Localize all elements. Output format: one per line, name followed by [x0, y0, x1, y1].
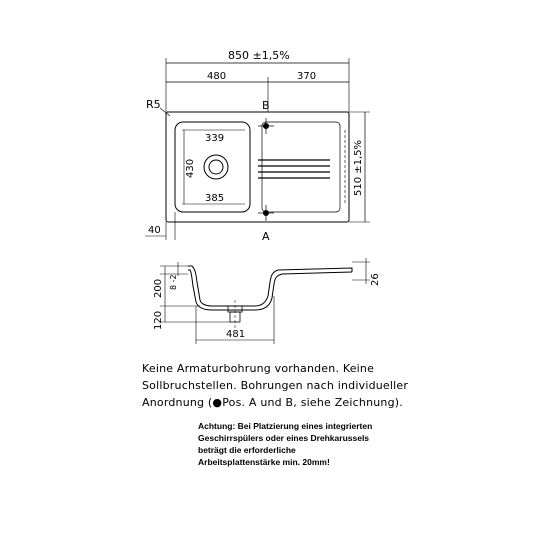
warning-line-1: Achtung: Bei Platzierung eines integrier…	[198, 421, 373, 431]
top-view	[145, 58, 370, 240]
mounting-note: Keine Armaturbohrung vorhanden. Keine So…	[142, 360, 442, 411]
warning-line-4: Arbeitsplattenstärke min. 20mm!	[198, 457, 330, 467]
section-inner	[188, 269, 353, 311]
tap-position-b	[258, 118, 274, 134]
label-height-120: 120	[153, 311, 164, 330]
drain-inner	[208, 159, 224, 175]
drainboard-outline	[261, 121, 341, 213]
label-thickness: 8 -2	[169, 274, 178, 290]
label-overall-depth: 510 ±1,5%	[353, 140, 364, 196]
tap-position-a	[258, 205, 274, 221]
bowl-outline	[174, 121, 251, 213]
label-height-200: 200	[153, 279, 164, 298]
section-view	[160, 258, 370, 344]
label-point-b: B	[262, 99, 270, 112]
section-outer	[188, 265, 353, 307]
note-line-2: Sollbruchstellen. Bohrungen nach individ…	[142, 379, 409, 392]
label-bowl-depth: 430	[185, 159, 196, 178]
note-line-1: Keine Armaturbohrung vorhanden. Keine	[142, 362, 375, 375]
label-bowl-width-section: 481	[226, 329, 245, 340]
drain-outer	[203, 154, 229, 180]
warning-note: Achtung: Bei Platzierung eines integrier…	[198, 420, 398, 468]
section-view-labels: 200 120 8 -2 26 481	[153, 273, 381, 340]
warning-line-3: beträgt die erforderliche	[198, 445, 296, 455]
label-overall-width: 850 ±1,5%	[228, 49, 290, 62]
drain-grooves	[258, 159, 330, 179]
label-point-a: A	[262, 230, 270, 243]
top-view-labels: 850 ±1,5% 480 370 R5 B A 339 385 430 510…	[146, 49, 364, 243]
label-edge-height: 26	[370, 273, 381, 286]
label-bowl-width: 339	[205, 133, 224, 144]
label-left-width: 480	[207, 71, 226, 82]
note-line-3: Anordnung (●Pos. A und B, siehe Zeichnun…	[142, 396, 403, 409]
drain-pipe	[227, 300, 243, 330]
label-back-offset: 40	[148, 225, 161, 236]
label-corner-radius: R5	[146, 98, 161, 111]
sink-outline	[165, 111, 350, 223]
label-right-width: 370	[297, 71, 316, 82]
label-bowl-bottom: 385	[205, 193, 224, 204]
warning-line-2: Geschirrspülers oder eines Drehkarussels	[198, 433, 370, 443]
